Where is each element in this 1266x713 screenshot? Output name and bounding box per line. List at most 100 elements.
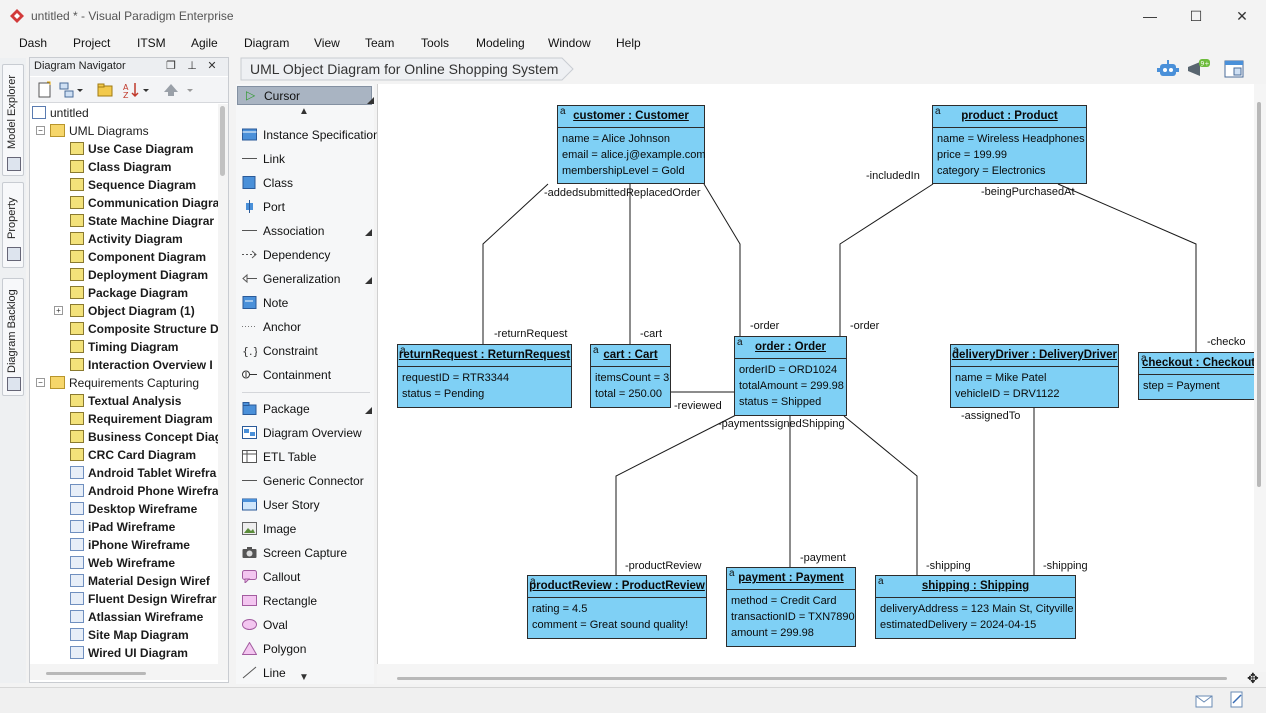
tree-item[interactable]: Web Wireframe [70, 554, 175, 572]
pan-move-icon[interactable]: ✥ [1247, 670, 1259, 687]
palette-oval[interactable]: Oval [242, 616, 288, 634]
object-shipping[interactable]: ashipping : Shipping deliveryAddress = 1… [875, 575, 1076, 639]
mail-icon[interactable] [1195, 694, 1213, 708]
menu-modeling[interactable]: Modeling [476, 36, 525, 50]
sort-icon[interactable]: AZ [122, 81, 140, 99]
notifications-icon[interactable]: 9+ [1186, 58, 1210, 80]
close-panel-icon[interactable]: ✕ [205, 59, 219, 73]
tab-diagram-backlog[interactable]: Diagram Backlog [2, 278, 24, 396]
palette-cursor[interactable]: ▷ Cursor [237, 86, 372, 105]
collapse-icon[interactable]: − [36, 378, 45, 387]
role-label[interactable]: -assignedTo [961, 410, 1020, 422]
tree-item[interactable]: iPad Wireframe [70, 518, 175, 536]
palette-package[interactable]: Package [242, 400, 310, 418]
palette-scroll-down-icon[interactable]: ▼ [299, 672, 309, 683]
navigator-horizontal-scrollbar[interactable] [30, 664, 228, 680]
object-cart[interactable]: acart : Cart itemsCount = 3 total = 250.… [590, 344, 671, 408]
palette-instance-specification[interactable]: Instance Specification [242, 126, 380, 144]
menu-agile[interactable]: Agile [191, 36, 218, 50]
tree-item[interactable]: CRC Card Diagram [70, 446, 196, 464]
tab-property[interactable]: Property [2, 182, 24, 268]
minimize-button[interactable]: — [1140, 6, 1160, 26]
tree-item[interactable]: Sequence Diagram [70, 176, 196, 194]
new-diagram-icon[interactable] [36, 81, 54, 99]
more-tools-icon[interactable] [365, 277, 372, 284]
role-label[interactable]: -productReview [625, 560, 701, 572]
open-folder-icon[interactable] [96, 81, 114, 99]
menu-itsm[interactable]: ITSM [137, 36, 166, 50]
cursor-more-icon[interactable] [367, 97, 374, 104]
palette-containment[interactable]: Containment [242, 366, 331, 384]
menu-project[interactable]: Project [73, 36, 110, 50]
diagram-layout-icon[interactable] [58, 81, 76, 99]
palette-screen-capture[interactable]: Screen Capture [242, 544, 347, 562]
tree-item[interactable]: Fluent Design Wirefrar [70, 590, 217, 608]
palette-port[interactable]: Port [242, 198, 285, 216]
role-label[interactable]: -shipping [1043, 560, 1088, 572]
tree-item[interactable]: State Machine Diagrar [70, 212, 214, 230]
palette-dependency[interactable]: Dependency [242, 246, 330, 264]
tree-item[interactable]: Atlassian Wireframe [70, 608, 203, 626]
tree-group[interactable]: Requirements Capturing [50, 374, 199, 392]
tree-item[interactable]: Android Tablet Wirefra [70, 464, 216, 482]
object-checkout[interactable]: acheckout : Checkout step = Payment [1138, 352, 1254, 400]
tree-item[interactable]: Requirement Diagram [70, 410, 213, 428]
menu-help[interactable]: Help [616, 36, 641, 50]
collapse-icon[interactable]: − [36, 126, 45, 135]
close-button[interactable]: ✕ [1232, 6, 1252, 26]
palette-constraint[interactable]: {.}Constraint [242, 342, 318, 360]
navigate-up-icon[interactable] [162, 81, 180, 99]
object-order[interactable]: aorder : Order orderID = ORD1024 totalAm… [734, 336, 847, 416]
object-payment[interactable]: apayment : Payment method = Credit Card … [726, 567, 856, 647]
expand-icon[interactable]: + [54, 306, 63, 315]
sort-dropdown-icon[interactable] [142, 81, 150, 99]
role-label[interactable]: -reviewed [674, 400, 722, 412]
canvas-hscroll-thumb[interactable] [397, 677, 1227, 680]
maximize-button[interactable]: ☐ [1186, 6, 1206, 26]
tree-item[interactable]: Communication Diagra [70, 194, 218, 212]
palette-callout[interactable]: Callout [242, 568, 300, 586]
tree-item[interactable]: Site Map Diagram [70, 626, 189, 644]
role-label[interactable]: -shipping [926, 560, 971, 572]
tree-item[interactable]: Timing Diagram [70, 338, 178, 356]
tree-item[interactable]: Package Diagram [70, 284, 188, 302]
diagram-layout-toggle-icon[interactable] [1222, 58, 1246, 80]
menu-team[interactable]: Team [365, 36, 394, 50]
role-label[interactable]: -addedsubmittedReplacedOrder [544, 187, 701, 199]
menu-diagram[interactable]: Diagram [244, 36, 289, 50]
canvas-vertical-scrollbar[interactable] [1254, 84, 1266, 672]
role-label[interactable]: -cart [640, 328, 662, 340]
tree-item[interactable]: Component Diagram [70, 248, 206, 266]
tree-item[interactable]: Deployment Diagram [70, 266, 208, 284]
palette-rectangle[interactable]: Rectangle [242, 592, 317, 610]
palette-etl-table[interactable]: ETL Table [242, 448, 316, 466]
role-label[interactable]: -payment [800, 552, 846, 564]
ai-assistant-icon[interactable] [1156, 58, 1180, 80]
tree-item[interactable]: Composite Structure D [70, 320, 218, 338]
canvas-vscroll-thumb[interactable] [1257, 102, 1261, 487]
tree-item[interactable]: Use Case Diagram [70, 140, 193, 158]
palette-generalization[interactable]: Generalization [242, 270, 340, 288]
object-product[interactable]: aproduct : Product name = Wireless Headp… [932, 105, 1087, 184]
tree-item[interactable]: Material Design Wiref [70, 572, 210, 590]
role-label[interactable]: -returnRequest [494, 328, 567, 340]
tree-item[interactable]: iPhone Wireframe [70, 536, 190, 554]
tree-item[interactable]: Class Diagram [70, 158, 171, 176]
menu-view[interactable]: View [314, 36, 340, 50]
navigator-vertical-scrollbar[interactable] [218, 104, 228, 664]
tree-group[interactable]: UML Diagrams [50, 122, 149, 140]
object-product-review[interactable]: aproductReview : ProductReview rating = … [527, 575, 707, 639]
navigator-hscroll-thumb[interactable] [46, 672, 146, 675]
object-delivery-driver[interactable]: adeliveryDriver : DeliveryDriver name = … [950, 344, 1119, 408]
role-label[interactable]: -order [850, 320, 879, 332]
tab-model-explorer[interactable]: Model Explorer [2, 64, 24, 176]
tree-item[interactable]: Business Concept Diag [70, 428, 218, 446]
palette-generic-connector[interactable]: Generic Connector [242, 472, 364, 490]
document-edit-icon[interactable] [1229, 691, 1245, 709]
tree-item[interactable]: Wired UI Diagram [70, 644, 188, 662]
object-return-request[interactable]: areturnRequest : ReturnRequest requestID… [397, 344, 572, 408]
object-customer[interactable]: acustomer : Customer name = Alice Johnso… [557, 105, 705, 184]
palette-link[interactable]: Link [242, 150, 285, 168]
palette-line[interactable]: Line [242, 664, 286, 682]
tree-item[interactable]: Textual Analysis [70, 392, 181, 410]
